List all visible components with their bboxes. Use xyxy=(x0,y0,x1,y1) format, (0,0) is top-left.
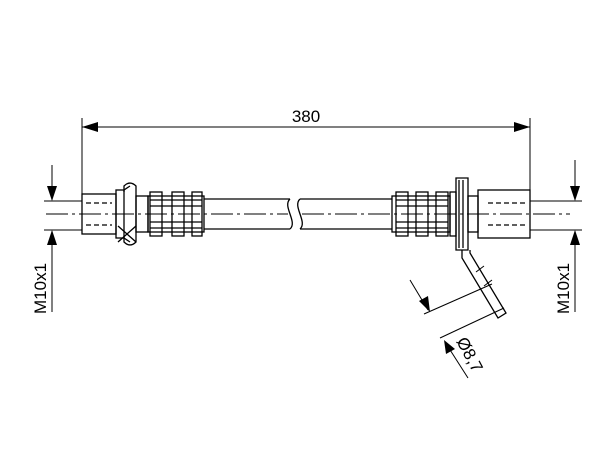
left-thread-dimension: M10x1 xyxy=(31,165,82,314)
length-dimension: 380 xyxy=(81,107,531,200)
left-fitting xyxy=(81,182,149,246)
right-thread-dimension: M10x1 xyxy=(530,160,582,314)
right-fitting xyxy=(477,189,531,239)
bracket-hole-dimension: Ø8,7 xyxy=(409,279,505,379)
left-crimp-sleeve xyxy=(147,191,205,237)
hose-body xyxy=(204,198,392,230)
right-thread-label: M10x1 xyxy=(554,263,573,314)
right-crimp-sleeve xyxy=(391,191,451,237)
length-dimension-value: 380 xyxy=(292,107,320,126)
bracket-hole-label: Ø8,7 xyxy=(452,334,486,375)
left-thread-label: M10x1 xyxy=(31,263,50,314)
